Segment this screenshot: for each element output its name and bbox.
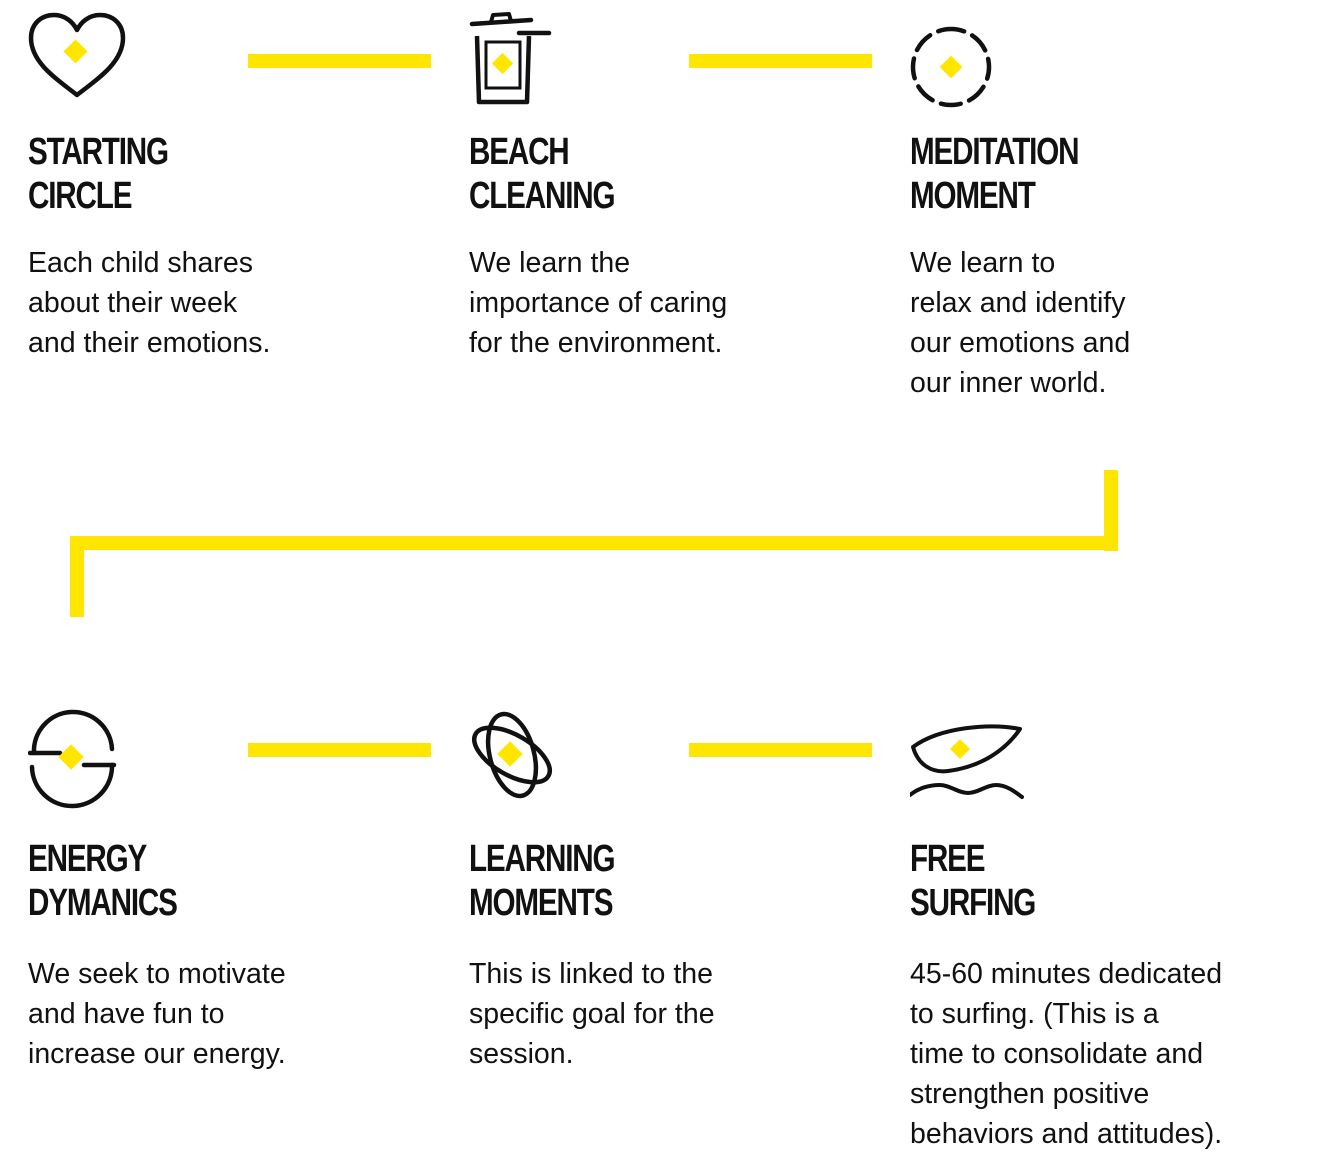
orbit-icon (472, 711, 552, 799)
step-description: This is linked to the specific goal for … (469, 958, 715, 1070)
connector-elbow-vertical-left (70, 536, 84, 617)
step-title-line-1: STARTING (28, 131, 169, 173)
step-title: BEACH CLEANING (469, 130, 616, 218)
connector-elbow-vertical-right (1104, 470, 1118, 551)
step-title-line-2: MOMENT (910, 175, 1036, 217)
step-description: We learn to relax and identify our emoti… (910, 247, 1131, 399)
step-title-line-2: MOMENTS (469, 882, 613, 924)
step-title: LEARNING MOMENTS (469, 837, 616, 925)
surfboard-wave-icon (910, 724, 1024, 799)
step-title-line-1: MEDITATION (910, 131, 1079, 173)
connector-line-2-3 (689, 54, 872, 68)
heart-icon (28, 12, 126, 98)
step-title-line-1: FREE (910, 838, 986, 880)
step-title: STARTING CIRCLE (28, 130, 169, 218)
step-description: 45-60 minutes dedicated to surfing. (Thi… (910, 958, 1223, 1150)
step-description: We learn the importance of caring for th… (469, 247, 728, 359)
connector-line-1-2 (248, 54, 431, 68)
connector-line-5-6 (689, 743, 872, 757)
step-title-line-2: DYMANICS (28, 882, 178, 924)
energy-circle-icon (28, 709, 117, 809)
step-title: FREE SURFING (910, 837, 1036, 925)
step-title-line-1: LEARNING (469, 838, 616, 880)
connector-line-4-5 (248, 743, 431, 757)
step-title: MEDITATION MOMENT (910, 130, 1079, 218)
step-title-line-1: BEACH (469, 131, 570, 173)
step-title-line-2: CIRCLE (28, 175, 132, 217)
step-title: ENERGY DYMANICS (28, 837, 178, 925)
step-title-line-1: ENERGY (28, 838, 147, 880)
dashed-circle-icon (910, 26, 992, 108)
step-title-line-2: SURFING (910, 882, 1036, 924)
step-description: We seek to motivate and have fun to incr… (28, 958, 286, 1070)
step-description: Each child shares about their week and t… (28, 247, 271, 359)
step-title-line-2: CLEANING (469, 175, 616, 217)
trash-bin-icon (469, 12, 552, 105)
connector-elbow-horizontal (70, 536, 1118, 550)
